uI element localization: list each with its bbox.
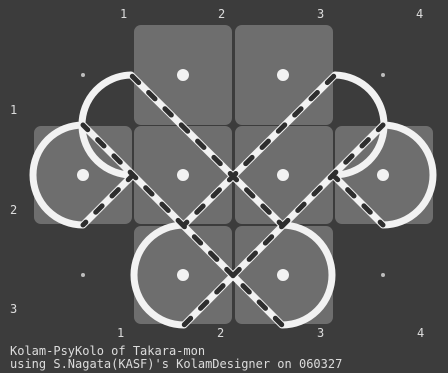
pulli-dot [277,69,289,81]
pulli-dot [277,169,289,181]
caption-credit: using S.Nagata(KASF)'s KolamDesigner on … [10,358,342,371]
pulli-dot [377,169,389,181]
column-label-top: 3 [317,7,324,21]
column-label-bottom: 3 [317,326,324,340]
pulli-dot [177,269,189,281]
column-label-top: 2 [218,7,225,21]
row-label: 1 [10,103,17,117]
grid-dot [81,73,85,77]
column-label-bottom: 2 [217,326,224,340]
column-label-bottom: 1 [117,326,124,340]
row-label: 2 [10,203,17,217]
column-label-bottom: 4 [417,326,424,340]
column-label-top: 4 [416,7,423,21]
pulli-dot [177,69,189,81]
grid-dot [381,73,385,77]
grid-dot [381,273,385,277]
row-label: 3 [10,302,17,316]
grid-dot [81,273,85,277]
column-label-top: 1 [120,7,127,21]
pulli-dot [277,269,289,281]
pulli-dot [77,169,89,181]
pulli-dot [177,169,189,181]
